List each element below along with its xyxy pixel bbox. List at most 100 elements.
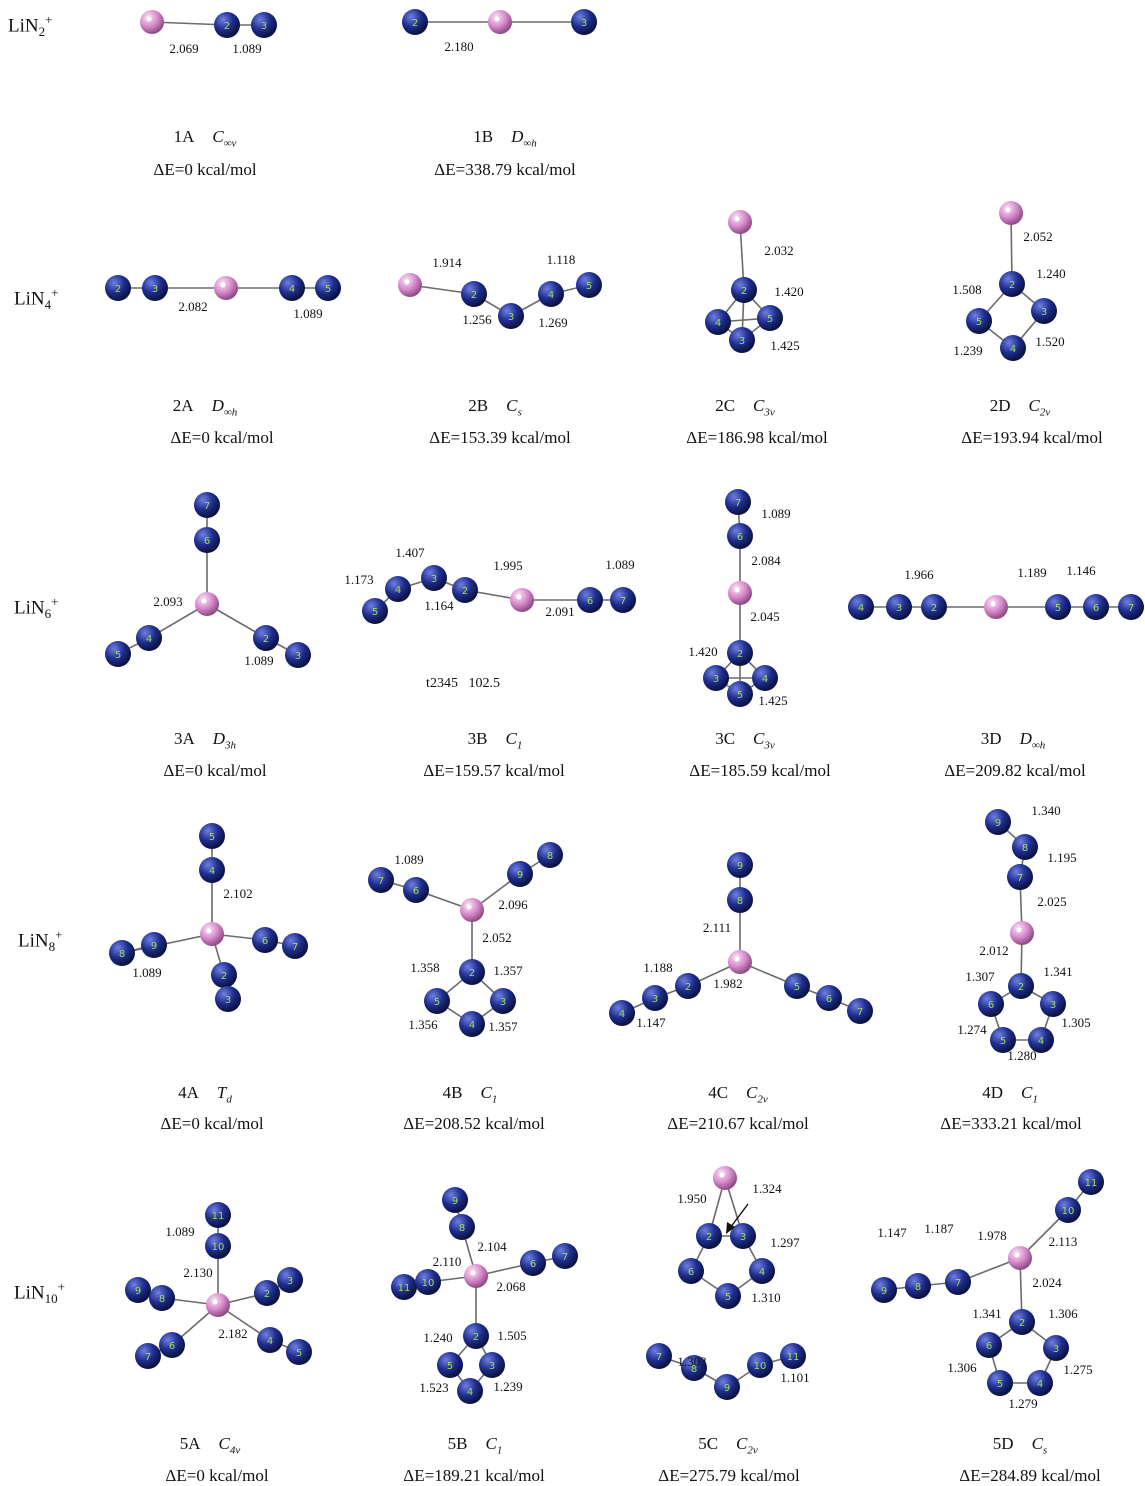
lithium-atom-4A bbox=[200, 922, 224, 946]
atom-number-4B-3: 3 bbox=[500, 997, 506, 1008]
energy-2B: ΔE=153.39 kcal/mol bbox=[429, 428, 571, 447]
atom-number-5C-11: 11 bbox=[787, 1352, 800, 1363]
nitrogen-atom-2C-5 bbox=[757, 305, 783, 331]
nitrogen-atom-4A-2 bbox=[211, 962, 237, 988]
bond-length-5B-0: 2.104 bbox=[477, 1239, 507, 1254]
atom-number-3D-7: 7 bbox=[1128, 603, 1134, 614]
bond-length-2C-1: 1.420 bbox=[774, 284, 803, 299]
atom-number-5A-9: 9 bbox=[135, 1286, 141, 1297]
arrow-head-5C bbox=[726, 1222, 735, 1234]
lithium-highlight-2B bbox=[404, 279, 410, 285]
lithium-atom-2B bbox=[398, 273, 422, 297]
atom-number-5B-3: 3 bbox=[489, 1361, 495, 1372]
atom-number-4C-3: 3 bbox=[652, 994, 658, 1005]
atom-number-4D-3: 3 bbox=[1050, 1000, 1056, 1011]
nitrogen-atom-5D-2 bbox=[1009, 1309, 1035, 1335]
bond-length-5B-1: 2.110 bbox=[433, 1254, 462, 1269]
nitrogen-atom-5C-9 bbox=[714, 1374, 740, 1400]
lithium-atom-2D bbox=[999, 201, 1023, 225]
atom-number-5A-6: 6 bbox=[169, 1341, 175, 1352]
nitrogen-atom-4C-3 bbox=[642, 985, 668, 1011]
atom-number-5D-10: 10 bbox=[1062, 1206, 1075, 1217]
bond-length-5C-3: 1.310 bbox=[751, 1290, 780, 1305]
nitrogen-atom-2A-3 bbox=[142, 275, 168, 301]
atom-number-5B-10: 10 bbox=[422, 1278, 435, 1289]
nitrogen-atom-4C-7 bbox=[847, 998, 873, 1024]
energy-3D: ΔE=209.82 kcal/mol bbox=[944, 761, 1086, 780]
nitrogen-atom-1B-3 bbox=[571, 9, 597, 35]
bond-length-2D-0: 2.052 bbox=[1023, 229, 1052, 244]
atom-number-3B-2: 2 bbox=[462, 586, 468, 597]
row-label-lin2: LiN2+ bbox=[8, 12, 53, 40]
atom-number-2C-2: 2 bbox=[741, 286, 747, 297]
nitrogen-atom-5D-6 bbox=[976, 1332, 1002, 1358]
bond-length-4D-7: 1.305 bbox=[1061, 1015, 1090, 1030]
lithium-highlight-2A bbox=[220, 282, 226, 288]
bond-length-3B-3: 1.995 bbox=[493, 558, 522, 573]
energy-4D: ΔE=333.21 kcal/mol bbox=[940, 1114, 1082, 1133]
nitrogen-atom-2C-2 bbox=[731, 277, 757, 303]
lithium-highlight-3A bbox=[201, 598, 207, 604]
atom-number-2C-3: 3 bbox=[739, 336, 745, 347]
bond-length-2B-0: 1.914 bbox=[432, 255, 462, 270]
nitrogen-atom-2B-2 bbox=[461, 281, 487, 307]
nitrogen-atom-4C-9 bbox=[727, 852, 753, 878]
nitrogen-atom-4B-5 bbox=[424, 988, 450, 1014]
nitrogen-atom-5D-5 bbox=[987, 1370, 1013, 1396]
nitrogen-atom-5A-5 bbox=[286, 1339, 312, 1365]
atom-number-5C-3: 3 bbox=[740, 1232, 746, 1243]
atom-number-4D-8: 8 bbox=[1022, 843, 1028, 854]
atom-number-5D-5: 5 bbox=[997, 1379, 1003, 1390]
bond-length-3C-2: 2.045 bbox=[750, 609, 779, 624]
nitrogen-atom-3C-7 bbox=[725, 489, 751, 515]
bond-length-2D-2: 1.508 bbox=[952, 282, 981, 297]
atom-number-4C-5: 5 bbox=[794, 982, 800, 993]
lithium-highlight-4B bbox=[466, 904, 472, 910]
atom-number-3C-6: 6 bbox=[737, 532, 743, 543]
atom-number-5D-8: 8 bbox=[915, 1282, 921, 1293]
atom-number-3A-3: 3 bbox=[295, 651, 301, 662]
bond-length-5D-4: 2.024 bbox=[1032, 1275, 1062, 1290]
bond-length-4B-5: 1.356 bbox=[408, 1017, 438, 1032]
nitrogen-atom-5A-4 bbox=[257, 1327, 283, 1353]
atom-number-4C-2: 2 bbox=[685, 982, 691, 993]
nitrogen-atom-5A-2 bbox=[254, 1280, 280, 1306]
atom-number-3C-4: 4 bbox=[762, 674, 768, 685]
bond-length-2B-3: 1.269 bbox=[538, 315, 567, 330]
atom-number-5D-7: 7 bbox=[955, 1278, 961, 1289]
nitrogen-atom-4A-8 bbox=[109, 940, 135, 966]
arrow-shaft-5C bbox=[729, 1203, 749, 1229]
atom-number-4A-7: 7 bbox=[292, 942, 298, 953]
nitrogen-atom-5A-6 bbox=[159, 1332, 185, 1358]
nitrogen-atom-5D-4 bbox=[1027, 1370, 1053, 1396]
bond-length-5D-5: 1.341 bbox=[972, 1306, 1001, 1321]
atom-number-5C-9: 9 bbox=[724, 1383, 730, 1394]
atom-number-5B-7: 7 bbox=[562, 1252, 568, 1263]
nitrogen-atom-5D-10 bbox=[1055, 1197, 1081, 1223]
nitrogen-atom-5B-8 bbox=[449, 1214, 475, 1240]
atom-number-1B-2: 2 bbox=[412, 18, 418, 29]
atom-number-5A-3: 3 bbox=[287, 1276, 293, 1287]
nitrogen-atom-3D-2 bbox=[921, 594, 947, 620]
lithium-highlight-1A bbox=[146, 16, 152, 22]
nitrogen-atom-2B-3 bbox=[498, 303, 524, 329]
nitrogen-atom-2C-3 bbox=[729, 327, 755, 353]
lithium-atom-4D bbox=[1010, 921, 1034, 945]
lithium-atom-2A bbox=[214, 276, 238, 300]
nitrogen-atom-1A-3 bbox=[251, 12, 277, 38]
bond-length-4B-2: 2.052 bbox=[482, 930, 511, 945]
lithium-atom-2C bbox=[728, 210, 752, 234]
bond-length-3B-5: 2.091 bbox=[545, 604, 574, 619]
atom-number-2D-2: 2 bbox=[1009, 280, 1015, 291]
nitrogen-atom-2D-2 bbox=[999, 271, 1025, 297]
atom-number-3B-3: 3 bbox=[431, 574, 437, 585]
bond-length-2A-1: 1.089 bbox=[293, 306, 322, 321]
nitrogen-atom-4C-6 bbox=[816, 985, 842, 1011]
nitrogen-atom-4D-3 bbox=[1040, 991, 1066, 1017]
atom-number-5A-7: 7 bbox=[145, 1352, 151, 1363]
